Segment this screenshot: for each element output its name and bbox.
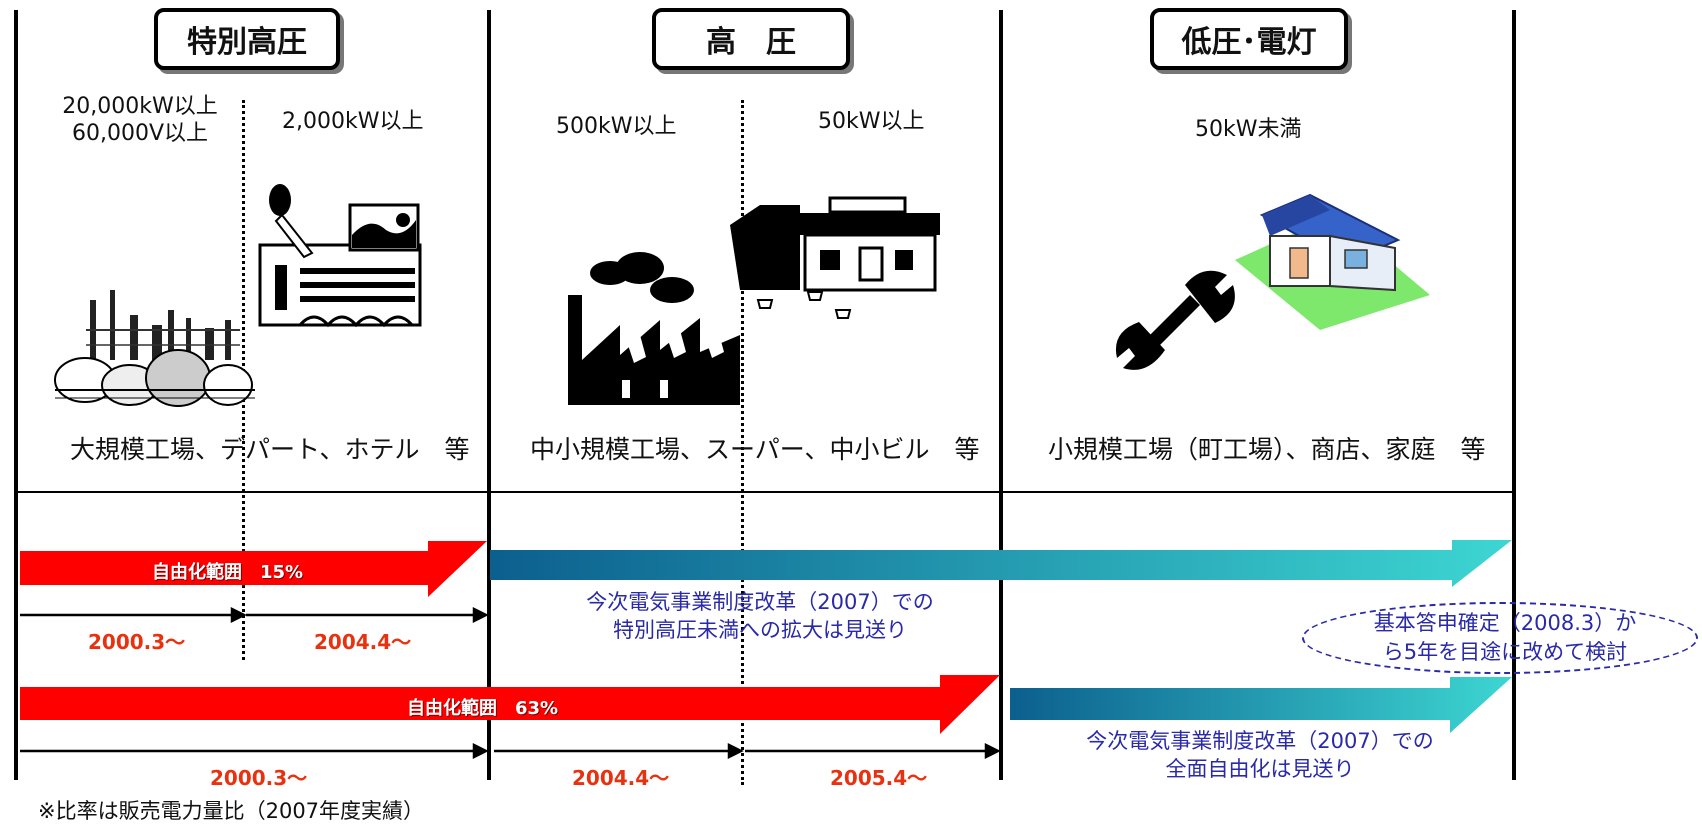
dotted-divider-high [741,100,744,785]
timeline-row-1 [20,606,489,624]
range-15-label: 自由化範囲 15% [152,562,304,583]
horizontal-divider [14,491,1516,493]
house-icon [1235,193,1430,330]
note-full-line2: 全面自由化は見送り [1165,757,1355,781]
teal-arrow-top [490,540,1512,587]
threshold-20000kw-line2: 60,000V以上 [71,121,209,146]
divider-extra-high-high [487,10,491,780]
threshold-50kw-under: 50kW未満 [1195,117,1302,142]
divider-right [1512,10,1516,780]
description-extra-high: 大規模工場、デパート、ホテル 等 [70,435,470,464]
note-extension-line1: 今次電気事業制度改革（2007）での [586,590,934,614]
review-note-text: 基本答申確定（2008.3）か ら5年を目途に改めて検討 [1340,609,1670,667]
timeline-row-2 [20,742,1001,760]
description-low: 小規模工場（町工場）、商店、家庭 等 [1048,435,1486,464]
footnote: ※比率は販売電力量比（2007年度実績） [38,799,425,823]
teal-arrow-bottom [1010,677,1512,733]
review-note-ellipse [1302,602,1698,674]
supermarket-icon [730,196,940,319]
date-2004-top: 2004.4～ [314,630,412,654]
date-2004-bottom: 2004.4～ [572,766,670,790]
refinery-icon [54,290,255,407]
department-store-icon [258,184,422,328]
description-high: 中小規模工場、スーパー、中小ビル 等 [530,435,980,464]
category-high: 高 圧 [652,8,850,70]
threshold-500kw: 500kW以上 [556,114,677,139]
factory-icon [568,252,740,405]
wrench-icon [1115,270,1235,370]
threshold-20000kw: 20,000kW以上 60,000V以上 [50,93,230,147]
note-extension-postponed: 今次電気事業制度改革（2007）での 特別高圧未満への拡大は見送り [540,588,980,644]
category-high-label: 高 圧 [706,25,796,60]
note-full-liberalization-postponed: 今次電気事業制度改革（2007）での 全面自由化は見送り [1040,727,1480,783]
threshold-2000kw: 2,000kW以上 [282,109,424,134]
category-low-label: 低圧･電灯 [1181,25,1317,60]
red-arrow-63 [20,675,1000,734]
category-extra-high: 特別高圧 [154,8,340,70]
date-2000-top: 2000.3～ [88,630,186,654]
category-extra-high-label: 特別高圧 [187,25,307,60]
red-arrow-15 [20,541,487,597]
note-full-line1: 今次電気事業制度改革（2007）での [1086,729,1434,753]
range-63-label: 自由化範囲 63% [407,698,559,719]
divider-left [14,10,18,780]
category-low: 低圧･電灯 [1150,8,1348,70]
note-extension-line2: 特別高圧未満への拡大は見送り [613,618,907,642]
threshold-50kw: 50kW以上 [818,109,925,134]
date-2005-bottom: 2005.4～ [830,766,928,790]
divider-high-low [999,10,1003,780]
threshold-20000kw-line1: 20,000kW以上 [62,94,218,119]
review-note-line2: ら5年を目途に改めて検討 [1382,640,1628,664]
date-2000-bottom: 2000.3～ [210,766,308,790]
review-note-line1: 基本答申確定（2008.3）か [1373,611,1637,635]
